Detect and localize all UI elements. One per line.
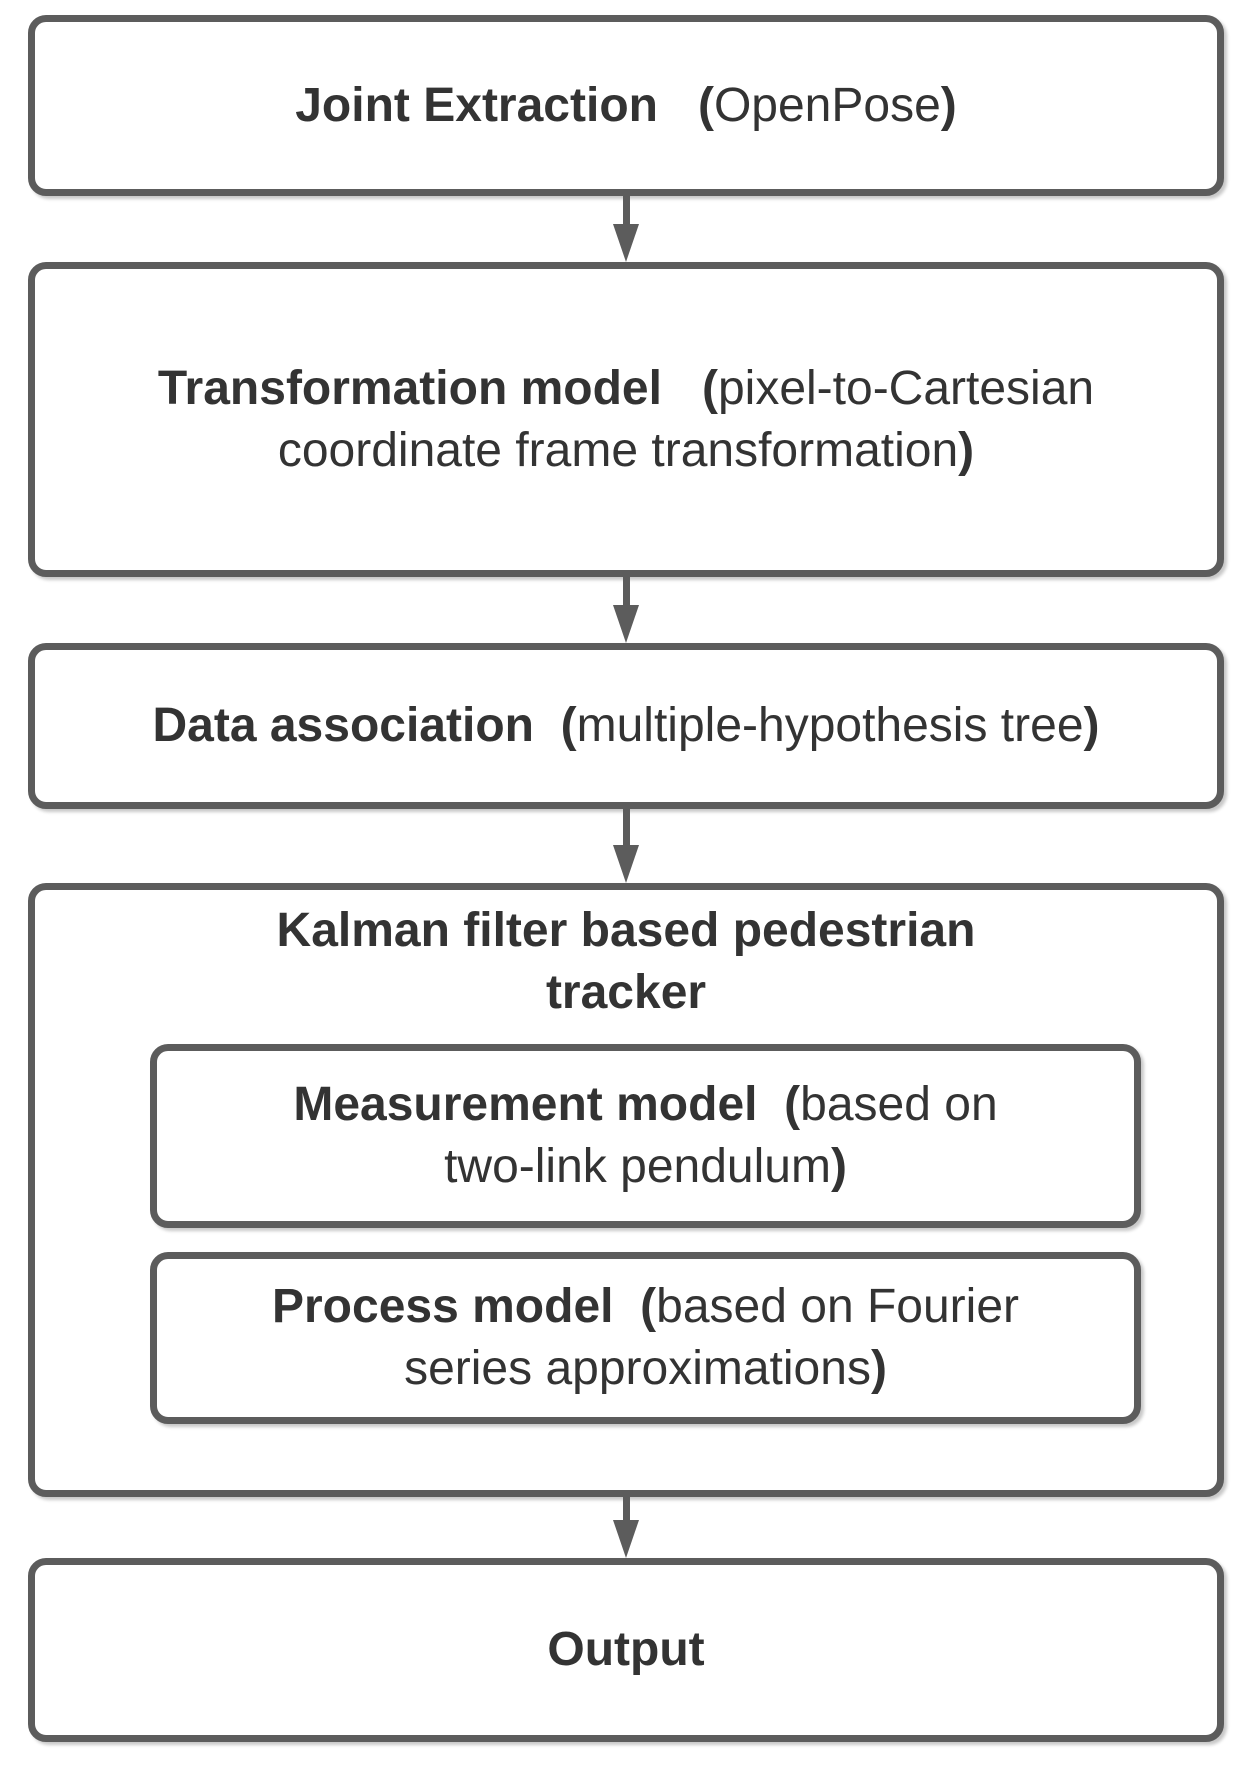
box-kalman-filter-tracker: Kalman filter based pedestrian tracker Me… [28, 883, 1224, 1497]
label-line: Kalman filter based pedestrian [276, 904, 976, 957]
arrow-head-icon [613, 845, 639, 883]
box-data-association: Data association (multiple-hypothesis tr… [28, 643, 1224, 809]
label-line: series approximations) [404, 1342, 887, 1395]
arrow-shaft [622, 575, 630, 605]
arrow-head-icon [613, 605, 639, 643]
label-line: Joint Extraction (OpenPose) [295, 78, 957, 132]
label-line: Data association (multiple-hypothesis tr… [152, 699, 1100, 752]
label-line: Transformation model (pixel-to-Cartesian [157, 361, 1095, 415]
box-output-label: Output [35, 1619, 1217, 1681]
box-joint-extraction: Joint Extraction (OpenPose) [28, 15, 1224, 196]
flow-arrow-4 [606, 1495, 646, 1558]
arrow-shaft [622, 1495, 630, 1520]
arrow-shaft [622, 807, 630, 845]
label-line: tracker [545, 966, 707, 1019]
arrow-head-icon [613, 224, 639, 262]
box-output: Output [28, 1558, 1224, 1742]
box-kalman-filter-tracker-label: Kalman filter based pedestrian tracker [35, 900, 1217, 1024]
label-line: coordinate frame transformation) [277, 423, 975, 477]
box-measurement-model: Measurement model (based on two-link pend… [150, 1044, 1141, 1228]
label-line: Measurement model (based on [293, 1078, 998, 1131]
arrow-shaft [622, 194, 630, 224]
box-transformation-model-label: Transformation model (pixel-to-Cartesian… [35, 358, 1217, 482]
label-line: Output [547, 1623, 705, 1676]
arrow-head-icon [613, 1520, 639, 1558]
box-data-association-label: Data association (multiple-hypothesis tr… [35, 695, 1217, 757]
box-process-model-label: Process model (based on Fourier series ap… [157, 1276, 1134, 1400]
box-process-model: Process model (based on Fourier series ap… [150, 1252, 1141, 1424]
label-line: Process model (based on Fourier [271, 1280, 1020, 1333]
box-joint-extraction-label: Joint Extraction (OpenPose) [35, 75, 1217, 137]
box-transformation-model: Transformation model (pixel-to-Cartesian… [28, 262, 1224, 577]
box-measurement-model-label: Measurement model (based on two-link pend… [157, 1074, 1134, 1198]
flow-arrow-1 [606, 194, 646, 262]
flow-arrow-2 [606, 575, 646, 643]
flow-arrow-3 [606, 807, 646, 883]
label-line: two-link pendulum) [444, 1140, 847, 1193]
